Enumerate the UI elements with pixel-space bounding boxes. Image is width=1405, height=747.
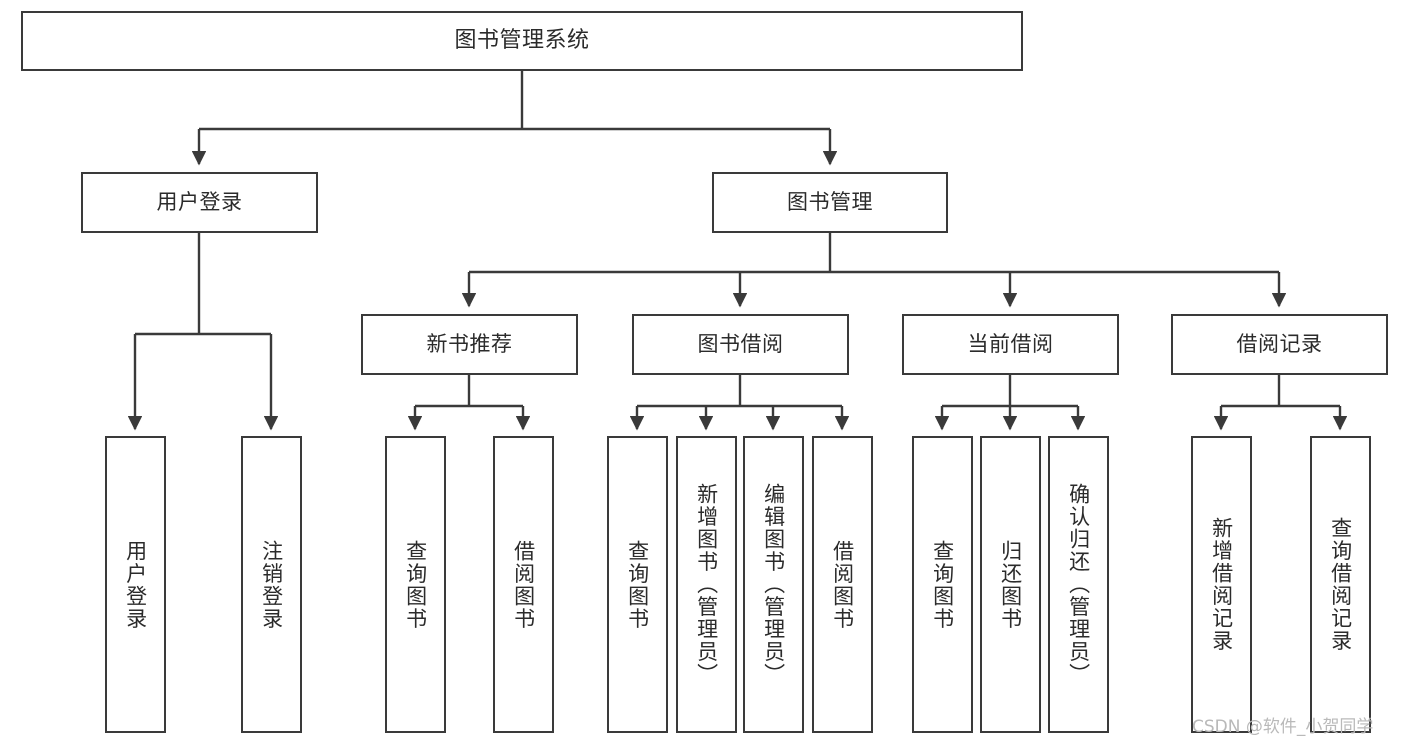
node-label: 借阅图书 [511, 539, 536, 630]
node-label: 借阅图书 [830, 539, 855, 630]
leaf-user-login[interactable]: 用户登录 [105, 436, 166, 733]
node-label: 当前借阅 [967, 332, 1054, 357]
watermark-text: CSDN @软件_小贺同学 [1192, 717, 1374, 737]
node-user-login[interactable]: 用户登录 [81, 172, 318, 233]
node-label: 查询图书 [930, 539, 955, 630]
node-borrow-record[interactable]: 借阅记录 [1171, 314, 1388, 375]
node-label: 归还图书 [998, 539, 1023, 630]
leaf-query-record[interactable]: 查询借阅记录 [1310, 436, 1371, 733]
node-label: 图书管理系统 [454, 28, 590, 54]
node-label: 查询借阅记录 [1328, 517, 1353, 652]
node-new-book-recommend[interactable]: 新书推荐 [361, 314, 578, 375]
node-label: 借阅记录 [1236, 332, 1323, 357]
node-current-borrow[interactable]: 当前借阅 [902, 314, 1119, 375]
leaf-edit-book[interactable]: 编辑图书（管理员） [743, 436, 804, 733]
node-label: 新书推荐 [426, 332, 513, 357]
leaf-borrow-book-2[interactable]: 借阅图书 [812, 436, 873, 733]
node-label: 编辑图书（管理员） [761, 483, 786, 686]
leaf-logout-login[interactable]: 注销登录 [241, 436, 302, 733]
node-root-book-management-system[interactable]: 图书管理系统 [21, 11, 1023, 71]
node-label: 图书借阅 [697, 332, 784, 357]
node-book-borrow[interactable]: 图书借阅 [632, 314, 849, 375]
node-label: 新增图书（管理员） [694, 483, 719, 686]
node-label: 新增借阅记录 [1209, 517, 1234, 652]
leaf-add-record[interactable]: 新增借阅记录 [1191, 436, 1252, 733]
node-label: 查询图书 [625, 539, 650, 630]
node-book-management[interactable]: 图书管理 [712, 172, 948, 233]
node-label: 图书管理 [787, 190, 873, 215]
leaf-query-book-1[interactable]: 查询图书 [385, 436, 446, 733]
node-label: 确认归还（管理员） [1066, 483, 1091, 686]
leaf-query-book-3[interactable]: 查询图书 [912, 436, 973, 733]
leaf-return-book[interactable]: 归还图书 [980, 436, 1041, 733]
leaf-add-book[interactable]: 新增图书（管理员） [676, 436, 737, 733]
leaf-query-book-2[interactable]: 查询图书 [607, 436, 668, 733]
node-label: 用户登录 [123, 539, 148, 630]
leaf-confirm-return[interactable]: 确认归还（管理员） [1048, 436, 1109, 733]
node-label: 查询图书 [403, 539, 428, 630]
leaf-borrow-book-1[interactable]: 借阅图书 [493, 436, 554, 733]
node-label: 注销登录 [259, 539, 284, 630]
node-label: 用户登录 [156, 190, 243, 215]
